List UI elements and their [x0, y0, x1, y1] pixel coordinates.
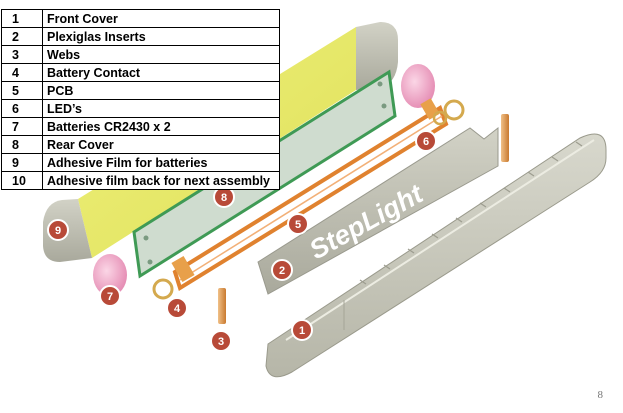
marker-4-label: 4 [174, 303, 181, 315]
legend-number: 8 [1, 135, 43, 154]
legend-number: 1 [1, 9, 43, 28]
marker-7-label: 7 [107, 291, 113, 303]
legend-label: Adhesive film back for next assembly [42, 171, 280, 190]
battery-contact [443, 99, 465, 121]
legend-label: Rear Cover [42, 135, 280, 154]
legend-number: 7 [1, 117, 43, 136]
legend-label: PCB [42, 81, 280, 100]
rear-cover-screw [143, 235, 149, 241]
front-cover-notches [359, 141, 583, 285]
legend-label: Adhesive Film for batteries [42, 153, 280, 172]
marker-3-label: 3 [218, 336, 224, 348]
marker-2-label: 2 [279, 265, 285, 277]
marker-5-label: 5 [295, 219, 301, 231]
pcb-trace [179, 115, 443, 281]
pcb [172, 105, 449, 292]
legend-number: 3 [1, 45, 43, 64]
battery-contact [152, 278, 174, 300]
marker-2: 2 [271, 259, 293, 281]
plexiglas-insert [257, 126, 499, 295]
marker-3: 3 [210, 330, 232, 352]
page-number: 8 [597, 389, 604, 401]
legend-label: Batteries CR2430 x 2 [42, 117, 280, 136]
marker-8: 8 [213, 186, 235, 208]
marker-5: 5 [287, 213, 309, 235]
marker-9: 9 [47, 219, 69, 241]
front-cover-ridge [285, 139, 595, 341]
legend-number: 6 [1, 99, 43, 118]
rear-cover-screw [147, 259, 153, 265]
web-left [218, 288, 226, 324]
legend-label: Front Cover [42, 9, 280, 28]
marker-1-label: 1 [299, 325, 305, 337]
battery-cr2430 [93, 254, 127, 296]
marker-1: 1 [291, 319, 313, 341]
web-right [501, 114, 509, 162]
legend-number: 5 [1, 81, 43, 100]
legend-number: 2 [1, 27, 43, 46]
legend-label: Battery Contact [42, 63, 280, 82]
marker-6-label: 6 [423, 136, 429, 148]
legend-number: 4 [1, 63, 43, 82]
marker-7: 7 [99, 285, 121, 307]
marker-4: 4 [166, 297, 188, 319]
legend-label: Plexiglas Inserts [42, 27, 280, 46]
battery-contact [432, 110, 448, 126]
legend-number: 9 [1, 153, 43, 172]
marker-9-label: 9 [55, 225, 61, 237]
led-pad [171, 255, 195, 283]
rear-cover-screw [377, 81, 383, 87]
legend-label: Webs [42, 45, 280, 64]
marker-6: 6 [415, 130, 437, 152]
legend-label: LED’s [42, 99, 280, 118]
front-cover [265, 133, 607, 378]
marker-8-label: 8 [221, 192, 227, 204]
battery-cr2430 [401, 64, 435, 108]
rear-cover-screw [381, 103, 387, 109]
legend-number: 10 [1, 171, 43, 190]
